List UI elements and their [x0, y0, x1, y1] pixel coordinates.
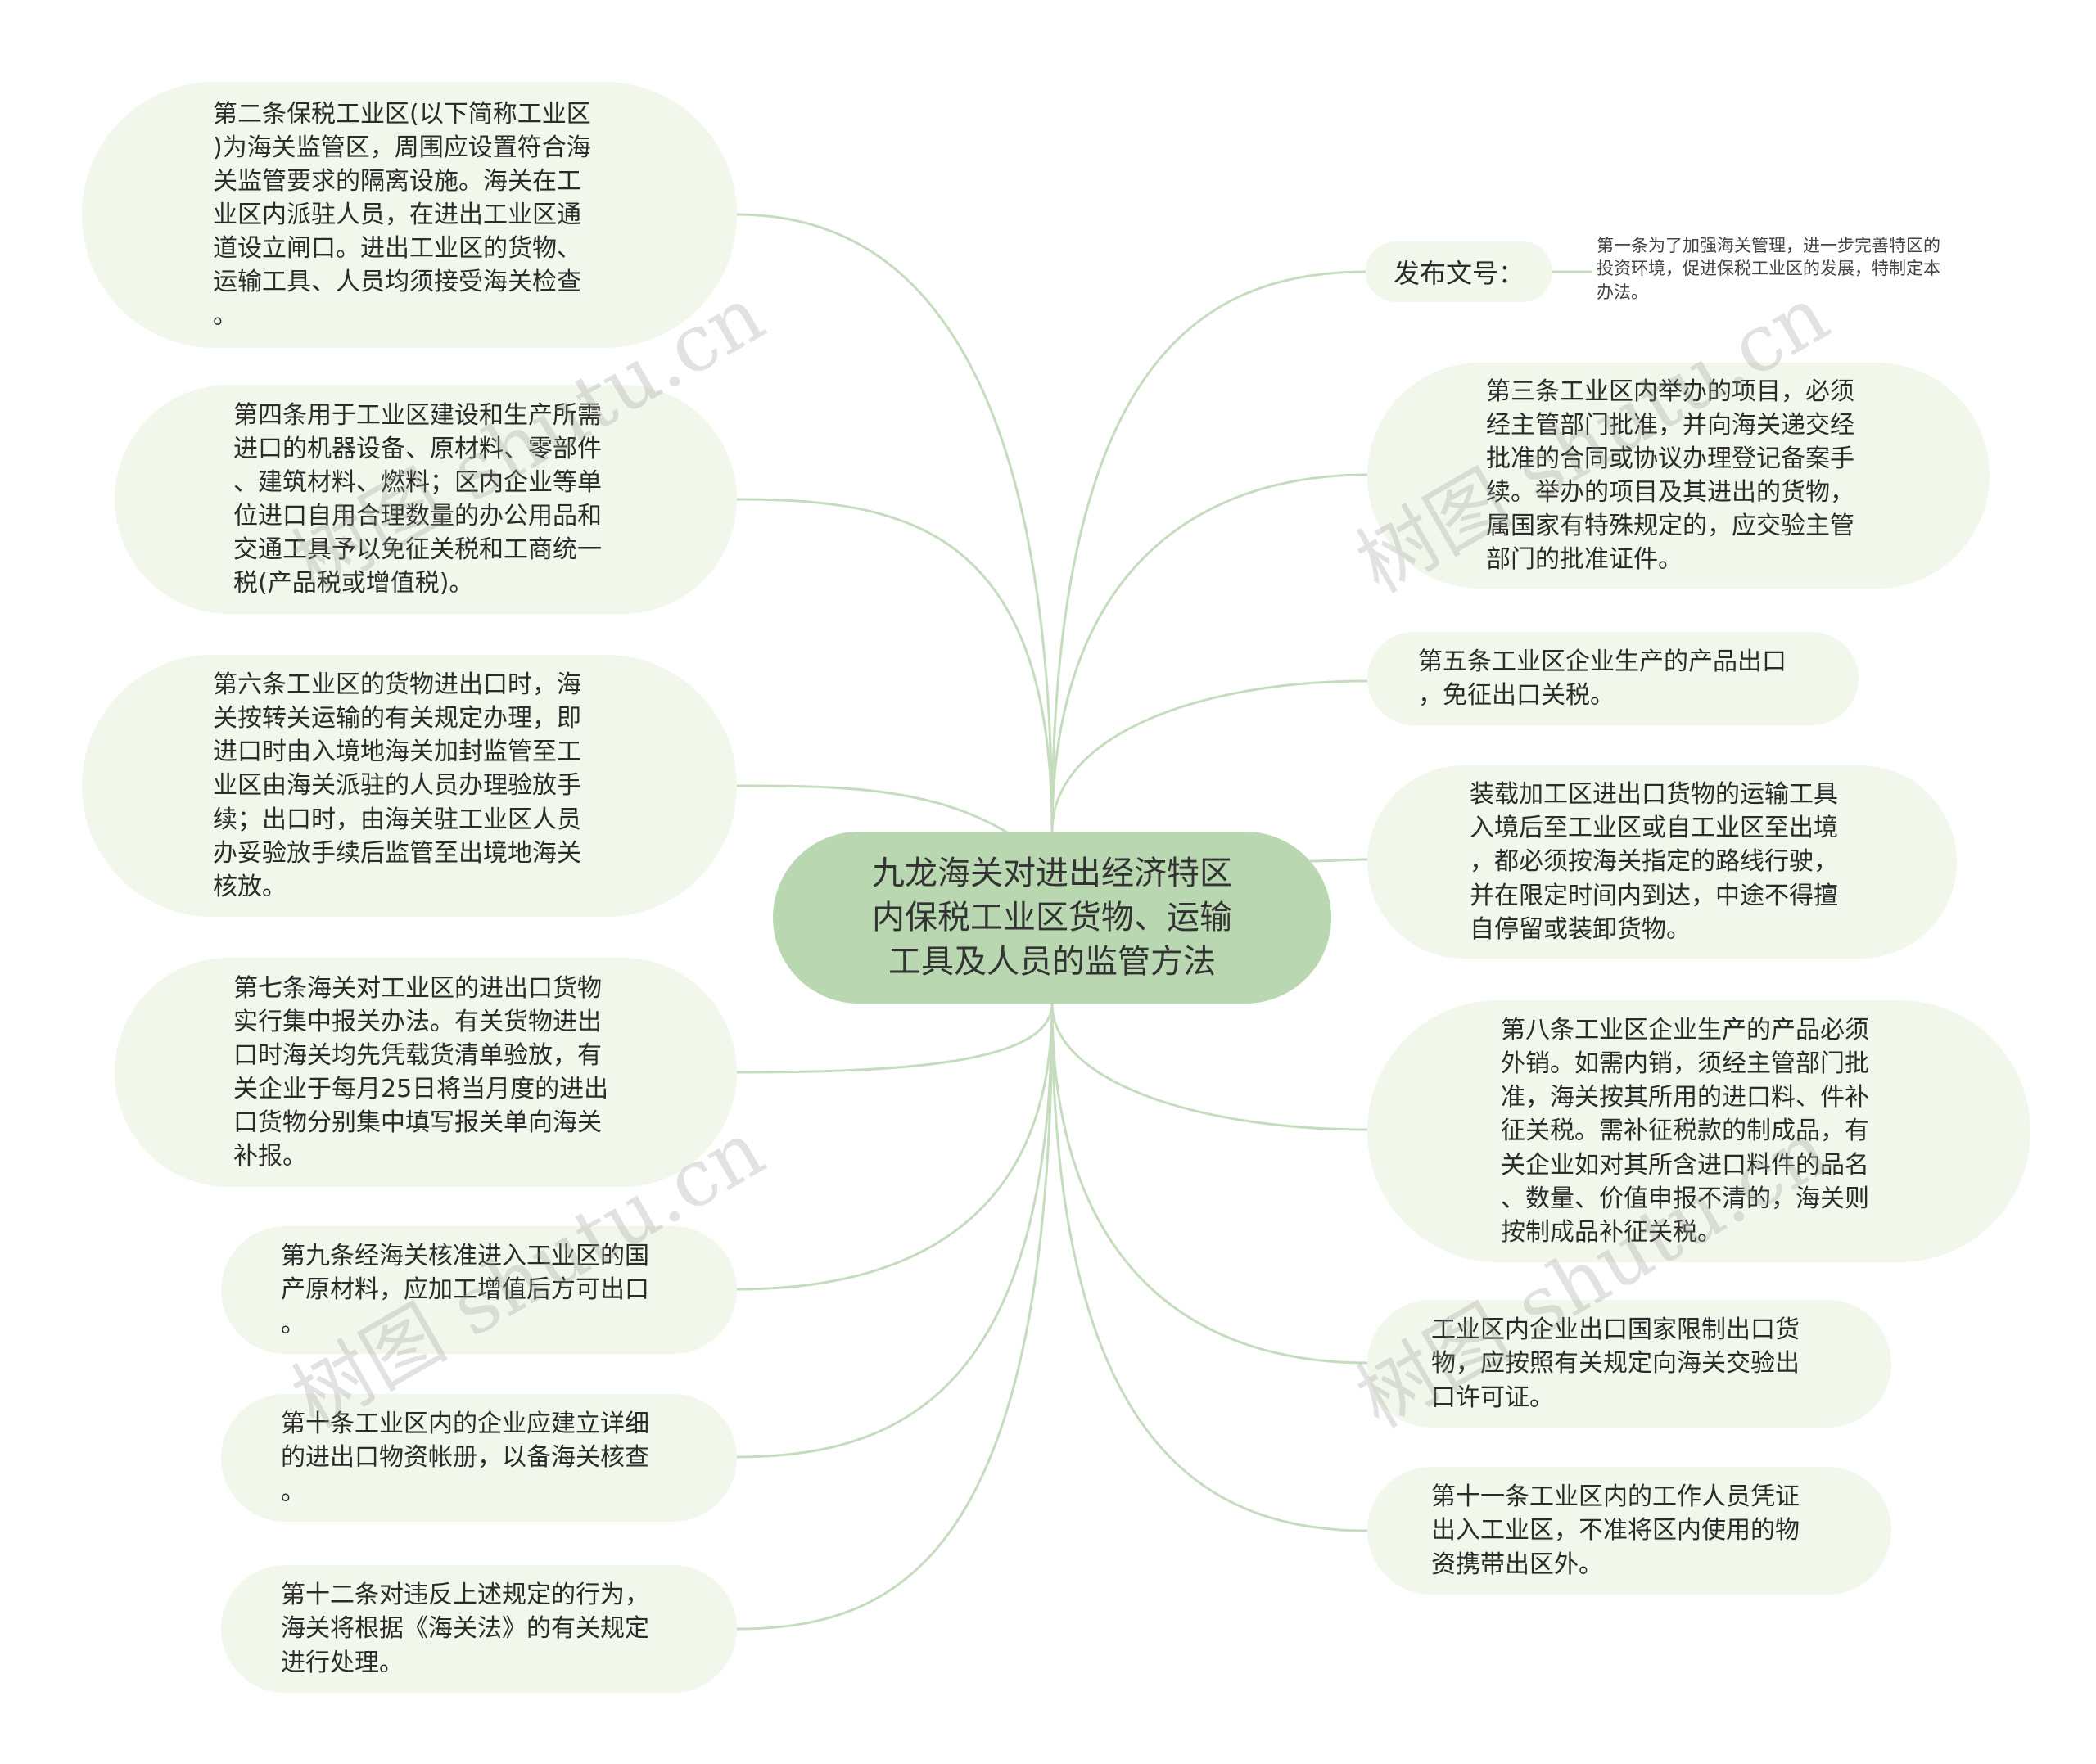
link-l6 [736, 1003, 1054, 1459]
node-text: 第十一条工业区内的工作人员凭证 出入工业区，不准将区内使用的物 资携带出区外。 [1431, 1482, 1800, 1579]
tag-note: 第一条为了加强海关管理，进一步完善特区的 投资环境，促进保税工业区的发展，特制定… [1597, 236, 1940, 302]
link-l7 [736, 1003, 1054, 1631]
node-right-3[interactable]: 装载加工区进出口货物的运输工具 入境后至工业区或自工业区至出境 ，都必须按海关指… [1367, 765, 1957, 959]
link-l5 [736, 1003, 1054, 1291]
node-left-2[interactable]: 第四条用于工业区建设和生产所需 进口的机器设备、原材料、零部件 、建筑材料、燃料… [115, 385, 737, 614]
link-l2 [736, 498, 1054, 832]
link-l1 [736, 213, 1054, 832]
link-l3 [736, 784, 1012, 837]
node-text: 第二条保税工业区(以下简称工业区 )为海关监管区，周围应设置符合海 关监管要求的… [213, 99, 591, 331]
link-r2 [1050, 679, 1368, 832]
link-l4 [736, 1003, 1054, 1074]
root-title: 九龙海关对进出经济特区 内保税工业区货物、运输 工具及人员的监管方法 [872, 855, 1232, 981]
node-text: 工业区内企业出口国家限制出口货 物，应按照有关规定向海关交验出 口许可证。 [1431, 1315, 1800, 1412]
node-text: 第五条工业区企业生产的产品出口 ，免征出口关税。 [1418, 647, 1787, 710]
node-text: 第九条经海关核准进入工业区的国 产原材料，应加工增值后方可出口 。 [281, 1242, 649, 1338]
node-text: 第三条工业区内举办的项目，必须 经主管部门批准，并向海关递交经 批准的合同或协议… [1486, 377, 1854, 575]
node-text: 第八条工业区企业生产的产品必须 外销。如需内销，须经主管部门批 准，海关按其所用… [1501, 1016, 1869, 1247]
node-right-5[interactable]: 工业区内企业出口国家限制出口货 物，应按照有关规定向海关交验出 口许可证。 [1367, 1300, 1891, 1428]
node-right-6[interactable]: 第十一条工业区内的工作人员凭证 出入工业区，不准将区内使用的物 资携带出区外。 [1367, 1467, 1891, 1595]
link-r6 [1050, 1003, 1368, 1532]
publication-number-tag[interactable]: 发布文号： [1366, 241, 1552, 302]
node-left-4[interactable]: 第七条海关对工业区的进出口货物 实行集中报关办法。有关货物进出 口时海关均先凭载… [115, 958, 737, 1187]
link-r1 [1050, 473, 1368, 832]
node-right-1[interactable]: 第三条工业区内举办的项目，必须 经主管部门批准，并向海关递交经 批准的合同或协议… [1367, 363, 1990, 589]
node-right-4[interactable]: 第八条工业区企业生产的产品必须 外销。如需内销，须经主管部门批 准，海关按其所用… [1367, 1000, 2030, 1262]
node-text: 装载加工区进出口货物的运输工具 入境后至工业区或自工业区至出境 ，都必须按海关指… [1470, 780, 1838, 944]
node-text: 第六条工业区的货物进出口时，海 关按转关运输的有关规定办理，即 进口时由入境地海… [213, 670, 581, 901]
node-left-3[interactable]: 第六条工业区的货物进出口时，海 关按转关运输的有关规定办理，即 进口时由入境地海… [82, 655, 737, 917]
node-left-7[interactable]: 第十二条对违反上述规定的行为， 海关将根据《海关法》的有关规定 进行处理。 [221, 1565, 737, 1693]
node-text: 第四条用于工业区建设和生产所需 进口的机器设备、原材料、零部件 、建筑材料、燃料… [233, 400, 602, 598]
link-r-tag [1050, 270, 1366, 832]
root-topic[interactable]: 九龙海关对进出经济特区 内保税工业区货物、运输 工具及人员的监管方法 [773, 832, 1331, 1004]
node-text: 第十二条对违反上述规定的行为， 海关将根据《海关法》的有关规定 进行处理。 [281, 1581, 649, 1677]
node-left-6[interactable]: 第十条工业区内的企业应建立详细 的进出口物资帐册，以备海关核查 。 [221, 1394, 737, 1522]
link-r4 [1050, 1003, 1368, 1131]
node-right-2[interactable]: 第五条工业区企业生产的产品出口 ，免征出口关税。 [1367, 632, 1859, 725]
tag-label: 发布文号： [1393, 258, 1525, 289]
node-text: 第十条工业区内的企业应建立详细 的进出口物资帐册，以备海关核查 。 [281, 1410, 649, 1506]
node-text: 第七条海关对工业区的进出口货物 实行集中报关办法。有关货物进出 口时海关均先凭载… [233, 973, 609, 1171]
node-left-5[interactable]: 第九条经海关核准进入工业区的国 产原材料，应加工增值后方可出口 。 [221, 1226, 737, 1354]
link-r3 [1309, 858, 1368, 863]
link-r5 [1050, 1003, 1368, 1365]
node-left-1[interactable]: 第二条保税工业区(以下简称工业区 )为海关监管区，周围应设置符合海 关监管要求的… [82, 82, 737, 348]
